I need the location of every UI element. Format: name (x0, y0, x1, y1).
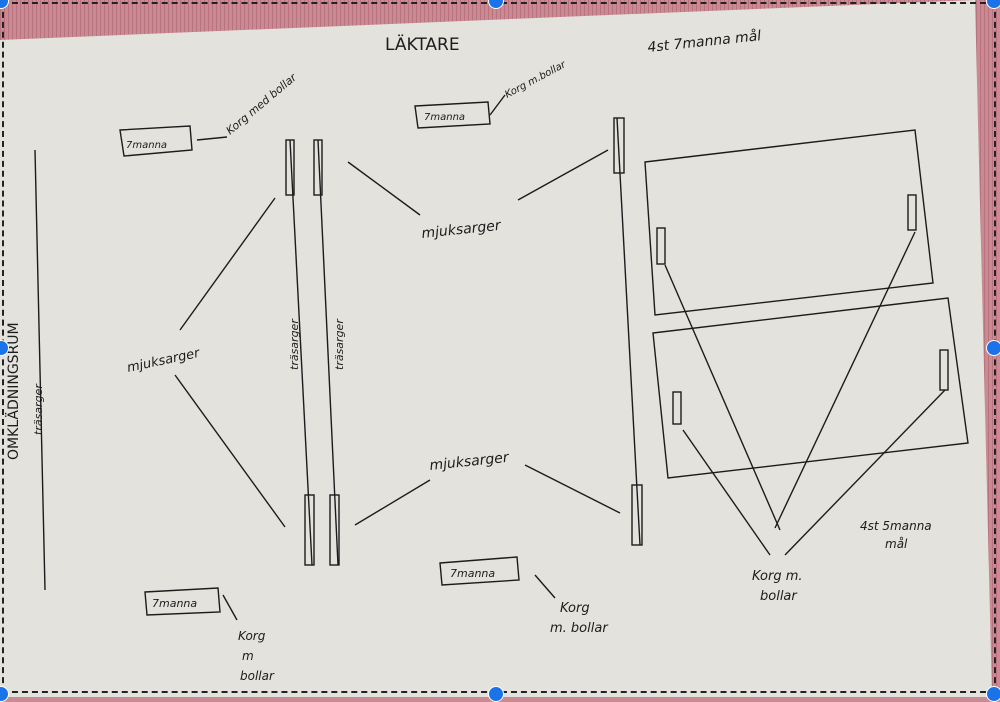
label-center-trasarger-2: träsarger (333, 318, 346, 370)
resize-handle-bottom-right[interactable] (986, 686, 1000, 702)
goal-box-7manna-2: 7manna (424, 112, 465, 123)
label-basket-bottom-right-1: Korg m. (752, 569, 803, 584)
label-basket-bottom-left-3: bollar (240, 669, 275, 683)
resize-handle-top-right[interactable] (986, 0, 1000, 9)
goal-box-7manna-1: 7manna (126, 140, 167, 151)
resize-handle-right[interactable] (986, 340, 1000, 356)
title-laktare: LÄKTARE (385, 34, 460, 55)
label-basket-bottom-right-2: bollar (760, 589, 798, 604)
resize-handle-bottom[interactable] (488, 686, 504, 702)
ink-drawing (34, 94, 969, 621)
goal-box-7manna-3: 7manna (152, 597, 197, 610)
label-center-trasarger-1: träsarger (288, 318, 301, 370)
label-omkladningsrum: OMKLÄDNINGSRUM (4, 322, 22, 460)
label-5manna-goals: 4st 5manna (860, 519, 932, 533)
label-basket-bottom-center-2: m. bollar (550, 621, 609, 636)
label-basket-bottom-left-1: Korg (238, 629, 266, 643)
label-left-trasarger: träsarger (32, 383, 45, 435)
label-5manna-goals-line2: mål (885, 537, 908, 551)
label-basket-bottom-left-2: m (242, 649, 254, 663)
goal-box-7manna-4: 7manna (450, 567, 495, 580)
label-basket-bottom-center-1: Korg (560, 601, 590, 616)
